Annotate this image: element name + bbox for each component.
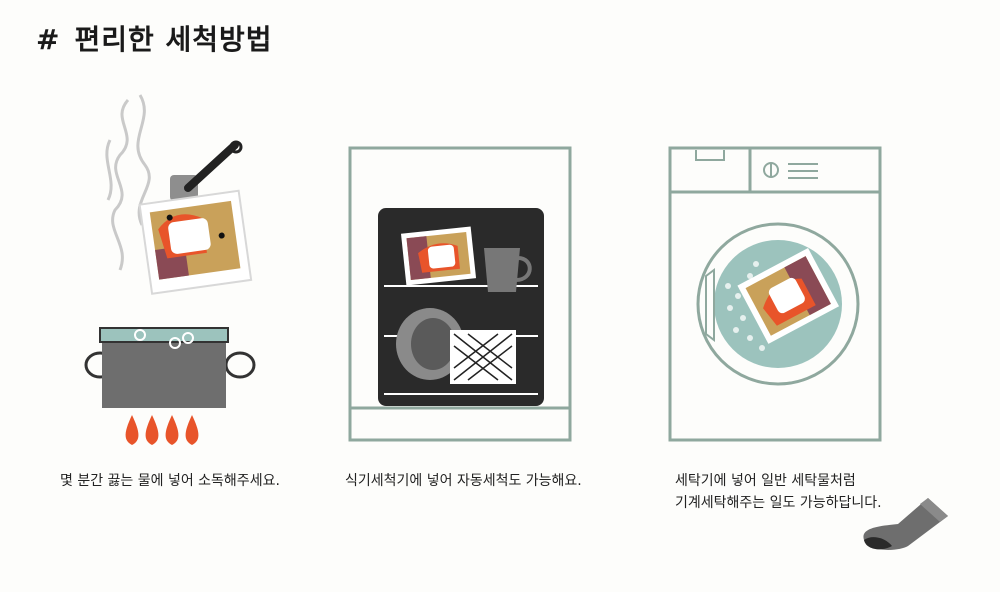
caption-washing-machine: 세탁기에 넣어 일반 세탁물처럼 기계세탁해주는 일도 가능하답니다.	[675, 470, 882, 514]
bubbles-icon	[725, 261, 765, 351]
card-icon	[138, 189, 253, 295]
title-text: 편리한 세척방법	[74, 23, 273, 56]
sock-icon	[863, 498, 948, 550]
caption-dishwasher: 식기세척기에 넣어 자동세척도 가능해요.	[345, 473, 582, 489]
title-hash: #	[36, 23, 61, 56]
card-icon	[737, 248, 840, 344]
dishwasher-illustration	[348, 146, 574, 446]
caption-washing-line2: 기계세탁해주는 일도 가능하답니다.	[675, 495, 882, 511]
washing-machine-illustration	[668, 146, 884, 446]
flame-icon	[125, 415, 199, 445]
boiling-illustration	[70, 80, 300, 450]
spatula-icon	[170, 140, 243, 201]
plate-icon	[396, 308, 464, 380]
lattice-card-icon	[450, 330, 516, 384]
pot-icon	[84, 327, 256, 408]
card-icon	[400, 226, 477, 286]
steam-icon	[105, 94, 151, 271]
caption-washing-line1: 세탁기에 넣어 일반 세탁물처럼	[675, 473, 856, 489]
sock-illustration	[858, 494, 954, 554]
caption-boiling: 몇 분간 끓는 물에 넣어 소독해주세요.	[60, 473, 280, 489]
cup-icon	[484, 248, 532, 292]
page-title: # 편리한 세척방법	[36, 18, 273, 58]
